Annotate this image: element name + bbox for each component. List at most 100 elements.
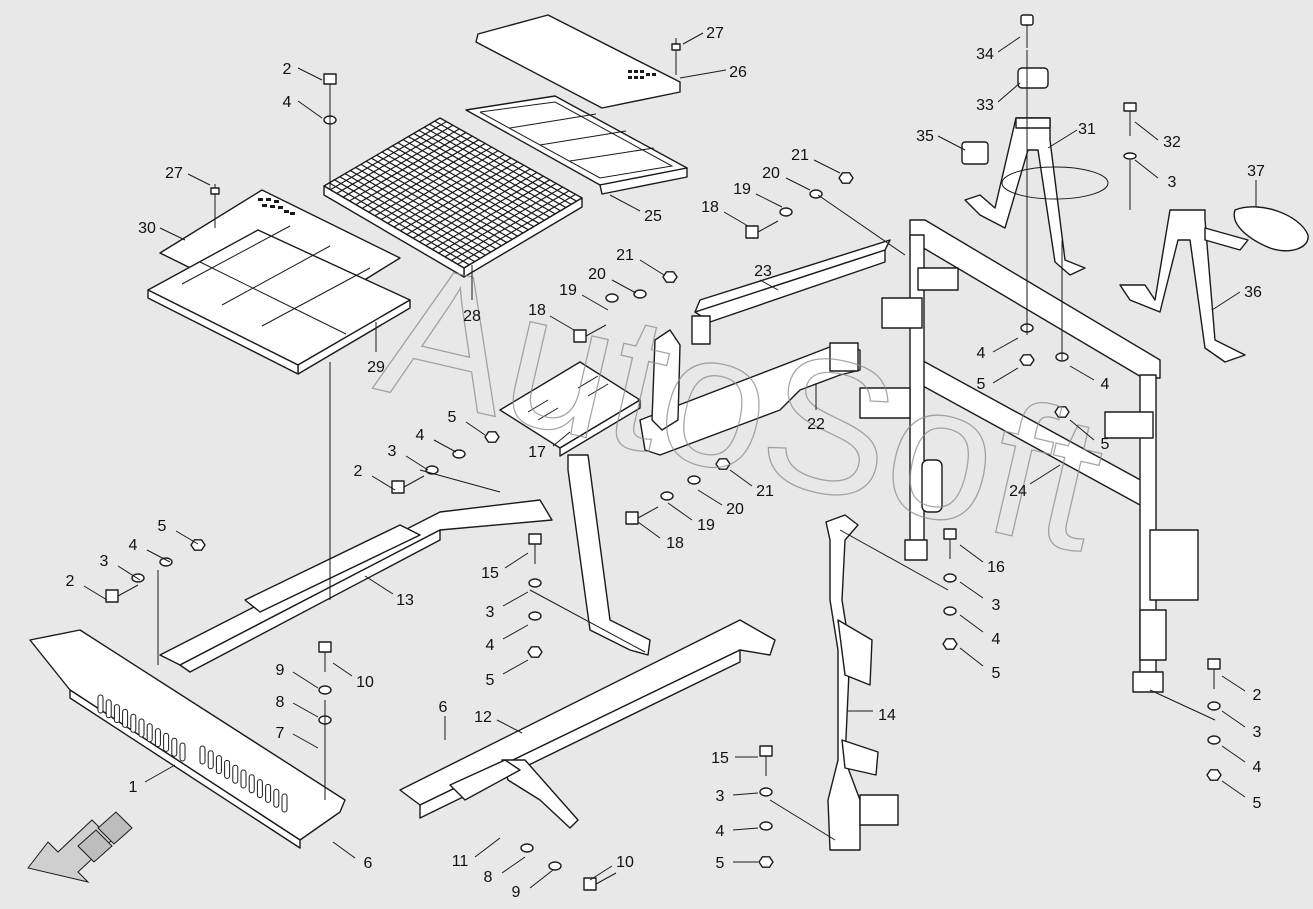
assembly-lines: [157, 50, 1216, 841]
callout-leader-c8b: [501, 856, 526, 874]
bolt-shank: [757, 220, 779, 233]
mat-grid-line: [419, 172, 538, 243]
callout-c3b: 3: [388, 443, 397, 460]
washer-icon: [528, 578, 542, 588]
callout-c4b: 4: [977, 345, 986, 362]
callout-leader-c3c: [117, 565, 141, 581]
nut-icon: [758, 856, 774, 868]
washer-icon: [1207, 701, 1221, 711]
callout-c30: 30: [138, 220, 156, 237]
callout-leader-c5b: [1069, 419, 1095, 441]
callout-leader-c4f: [502, 624, 529, 640]
callout-leader-c2b: [371, 475, 396, 491]
callout-leader-c20c: [697, 489, 723, 506]
bolt-head-icon: [745, 225, 759, 239]
vent-slot: [240, 769, 247, 789]
bolt-head-icon: [318, 641, 332, 653]
callout-leader-c15a: [504, 552, 529, 569]
washer-icon: [131, 573, 145, 583]
vent-slot: [97, 694, 104, 714]
callout-leader-c2a: [297, 67, 323, 81]
washer-icon: [687, 475, 701, 485]
vent-slot: [130, 713, 137, 733]
callout-leader-c20b: [611, 279, 637, 294]
callout-c4d: 4: [416, 427, 425, 444]
vent-slot: [122, 708, 129, 728]
callout-c10b: 10: [616, 854, 634, 871]
callout-leader-c4g: [959, 614, 984, 633]
vent-slot: [232, 764, 239, 784]
bolt-head-icon: [323, 73, 337, 85]
callout-c32: 32: [1163, 134, 1181, 151]
mat-grid-line: [397, 142, 540, 224]
callout-c17: 17: [528, 444, 546, 461]
callout-leader-c35: [937, 135, 966, 151]
bolt-head-icon: [528, 533, 542, 545]
callout-c14: 14: [878, 707, 896, 724]
callout-c35: 35: [916, 128, 934, 145]
callout-leader-c9a: [292, 671, 319, 689]
bolt-head-icon: [943, 528, 957, 540]
callout-c22: 22: [807, 416, 825, 433]
callout-c5f: 5: [992, 665, 1001, 682]
mat-grid-line: [438, 182, 557, 254]
callout-leader-c16: [959, 544, 984, 563]
cover-plate-1: [29, 629, 346, 849]
callout-c5g: 5: [1253, 795, 1262, 812]
bolt-head-icon: [105, 589, 119, 603]
washer-icon: [943, 606, 957, 616]
callout-leader-c10a: [332, 662, 353, 677]
vent-slot: [113, 704, 120, 724]
callout-leader-c12: [496, 719, 523, 734]
callout-c20b: 20: [588, 266, 606, 283]
callout-c3d: 3: [486, 604, 495, 621]
callout-c18a: 18: [701, 199, 719, 216]
rail-13: [159, 499, 553, 673]
callout-leader-c5c: [465, 421, 486, 436]
callout-c5b: 5: [1101, 436, 1110, 453]
vent-slot: [281, 793, 288, 813]
callout-c37: 37: [1247, 163, 1265, 180]
bolt-34: [1020, 14, 1034, 48]
mat-grid-line: [408, 136, 551, 218]
callout-leader-c21b: [639, 259, 665, 276]
callout-c4a: 4: [283, 94, 292, 111]
callout-c21b: 21: [616, 247, 634, 264]
frame-29: [147, 225, 411, 375]
callout-c33: 33: [976, 97, 994, 114]
callout-leader-c4h: [1221, 745, 1246, 763]
callout-c2b: 2: [354, 463, 363, 480]
callout-leader-c5f: [959, 647, 984, 667]
callout-c19c: 19: [697, 517, 715, 534]
washer-icon: [605, 293, 619, 303]
light-37: [1233, 206, 1309, 252]
grid-mat-28: [323, 117, 583, 278]
callout-c6a: 6: [439, 699, 448, 716]
callout-leader-c4e: [146, 549, 171, 563]
cover-plate-26: [475, 14, 681, 109]
nut-icon: [1054, 406, 1070, 418]
vent-slot: [146, 723, 153, 743]
callout-leader-c5d: [175, 530, 199, 545]
callout-c10a: 10: [356, 674, 374, 691]
nut-icon: [484, 431, 500, 443]
callout-c4c: 4: [1101, 376, 1110, 393]
bolt-shank: [637, 506, 659, 519]
washer-icon: [779, 207, 793, 217]
callout-leader-c3b: [405, 455, 429, 471]
mat-grid-line: [392, 145, 535, 228]
bolt-shank: [117, 584, 139, 597]
mat-grid-line: [457, 193, 576, 265]
callout-c18b: 18: [528, 302, 546, 319]
screw-27-top: [671, 38, 681, 75]
mat-grid-line: [434, 120, 577, 202]
callout-c12: 12: [474, 709, 492, 726]
callout-leader-c36: [1211, 291, 1241, 311]
vent-slot: [215, 755, 222, 775]
callout-c28: 28: [463, 308, 481, 325]
mat-grid-line: [412, 168, 531, 239]
callout-c21a: 21: [791, 147, 809, 164]
callout-leader-c23: [759, 279, 779, 291]
callout-leader-c8a: [292, 702, 319, 718]
